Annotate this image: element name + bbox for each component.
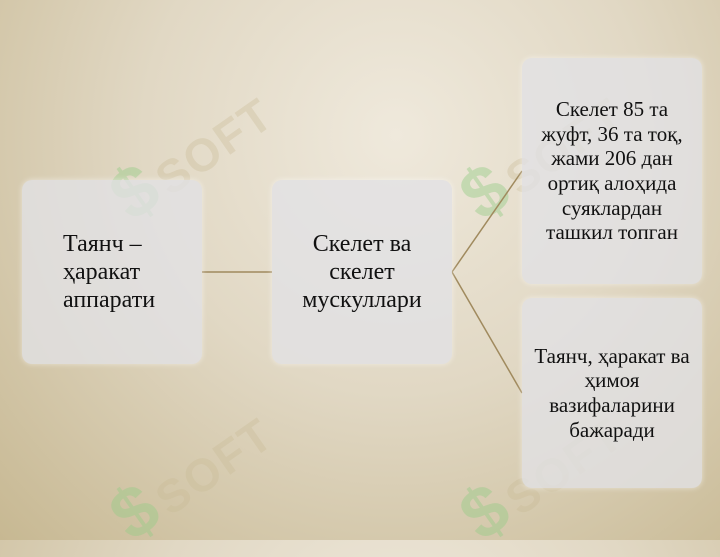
node-top-right: Скелет 85 та жуфт, 36 та тоқ, жами 206 д…: [522, 58, 702, 284]
node-top-right-label: Скелет 85 та жуфт, 36 та тоқ, жами 206 д…: [541, 97, 683, 245]
node-root: Таянч – ҳаракат аппарати: [22, 180, 202, 364]
node-bottom-right-label: Таянч, ҳаракат ва ҳимоя вазифаларини баж…: [534, 343, 690, 442]
node-middle-label: Скелет ва скелет мускуллари: [302, 230, 422, 314]
diagram-connectors: [202, 170, 523, 394]
connector-middle-top: [451, 170, 523, 273]
node-bottom-right: Таянч, ҳаракат ва ҳимоя вазифаларини баж…: [522, 298, 702, 488]
connector-middle-bottom: [451, 271, 523, 394]
node-root-label: Таянч – ҳаракат аппарати: [63, 230, 156, 314]
node-middle: Скелет ва скелет мускуллари: [272, 180, 452, 364]
